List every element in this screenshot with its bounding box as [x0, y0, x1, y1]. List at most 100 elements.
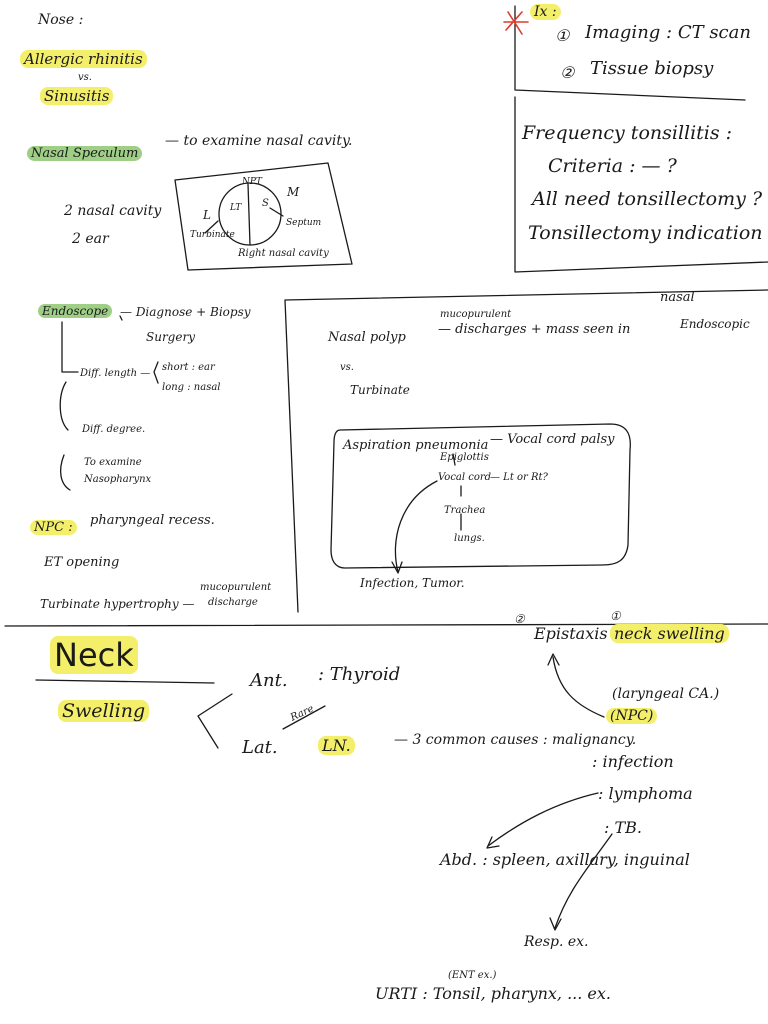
polyp-nasal: nasal	[660, 290, 695, 305]
neck-ln: LN.	[318, 736, 355, 755]
neck-title-text: Neck	[50, 636, 138, 674]
short-ear: short : ear	[162, 362, 215, 373]
pharyngeal-recess: pharyngeal recess.	[90, 513, 215, 528]
neck-swelling-label: neck swelling	[610, 624, 729, 643]
sinusitis: Sinusitis	[40, 87, 114, 105]
turbinate-discharge: discharge	[208, 597, 258, 608]
neck-thyroid: : Thyroid	[318, 664, 401, 685]
swelling: Swelling	[58, 700, 150, 722]
lymphoma-arrow	[487, 792, 599, 847]
tb-arrow	[554, 833, 613, 929]
tonsil-box	[514, 96, 768, 273]
ix-label: Ix :	[530, 4, 561, 20]
infection-arrowhead	[391, 561, 403, 574]
aspiration-pneumonia: Aspiration pneumonia	[343, 438, 489, 453]
ent-exam: (ENT ex.)	[448, 970, 497, 981]
diagram-caption: Right nasal cavity	[238, 248, 329, 259]
et-opening: ET opening	[44, 555, 120, 570]
npc-arrowhead	[547, 653, 560, 666]
tonsil-line-2: Criteria : — ?	[548, 155, 677, 177]
ix-number-2: ②	[560, 63, 575, 82]
epistaxis-number: ②	[514, 612, 525, 626]
npc: NPC :	[30, 520, 77, 535]
allergic-rhinitis-label: Allergic rhinitis	[20, 50, 147, 68]
tonsil-line-3: All need tonsillectomy ?	[532, 188, 763, 210]
speculum-desc: — to examine nasal cavity.	[165, 133, 353, 149]
nasal-diagram-turbinate-line	[204, 220, 219, 234]
nasal-speculum: Nasal Speculum	[27, 146, 143, 161]
ear-count: 2 ear	[72, 231, 109, 247]
to-examine: To examine	[84, 457, 142, 468]
aspiration-box	[330, 423, 631, 569]
endoscope-label: Endoscope	[38, 304, 113, 318]
endoscope-branch	[61, 315, 123, 373]
neck-ln-label: LN.	[318, 736, 355, 755]
infection-tumor: Infection, Tumor.	[360, 576, 465, 590]
vocal-cord: Vocal cord	[438, 472, 492, 483]
diagram-lt: LT	[230, 203, 242, 213]
diff-degree: Diff. degree.	[82, 424, 146, 435]
ix-item-2: Tissue biopsy	[590, 58, 714, 79]
lungs: lungs.	[454, 533, 485, 544]
neck-lat: Lat.	[242, 737, 278, 758]
polyp-vs: vs.	[340, 362, 354, 373]
neck-swelling-number: ①	[610, 609, 621, 623]
endoscope-surgery: Surgery	[146, 330, 195, 344]
laryngeal-ca: (laryngeal CA.)	[612, 686, 720, 702]
polyp-panel	[284, 289, 768, 613]
nasopharynx: Nasopharynx	[84, 474, 152, 485]
polyp-mucopurulent: mucopurulent	[440, 309, 512, 320]
tonsil-line-4: Tonsillectomy indication ?	[528, 222, 768, 244]
resp-exam: Resp. ex.	[524, 934, 589, 950]
endoscope: Endoscope	[38, 304, 113, 318]
epistaxis: Epistaxis ,	[534, 624, 618, 643]
aspiration-arrows	[394, 453, 462, 573]
star-icon	[503, 11, 529, 35]
swelling-label: Swelling	[58, 700, 150, 722]
polyp-main: Nasal polyp	[328, 330, 406, 345]
cause-lymphoma: : lymphoma	[598, 784, 693, 803]
diagram-npt: NPT	[242, 177, 262, 187]
vs-label: vs.	[78, 72, 92, 83]
neck-swelling-item: neck swelling	[610, 624, 729, 643]
ix-label-text: Ix :	[530, 4, 561, 20]
long-nasal: long : nasal	[162, 382, 221, 393]
ix-box	[514, 5, 746, 101]
rare-arrow	[282, 705, 326, 730]
diagram-m: M	[287, 185, 300, 199]
abd-exam: Abd. : spleen, axillary, inguinal	[440, 850, 690, 869]
diagram-l: L	[203, 208, 211, 222]
nasal-diagram-septum	[247, 183, 251, 246]
vocal-cord-palsy: — Vocal cord palsy	[490, 432, 615, 447]
polyp-rest: — discharges + mass seen in	[438, 322, 631, 337]
diff-length: Diff. length —	[80, 368, 151, 379]
urti: URTI : Tonsil, pharynx, ... ex.	[375, 984, 611, 1003]
diagram-septum: Septum	[286, 218, 322, 228]
cause-tb: : TB.	[604, 818, 642, 837]
tb-arrowhead	[549, 917, 562, 931]
npc-label: NPC :	[30, 520, 77, 535]
diagram-turbinate: Turbinate	[190, 230, 235, 240]
nose-title: Nose :	[38, 12, 84, 28]
neck-ant: Ant.	[250, 670, 288, 691]
nasal-speculum-label: Nasal Speculum	[27, 146, 143, 161]
nasal-diagram-box	[174, 162, 353, 271]
nasal-diagram-septum-line	[269, 207, 284, 217]
ix-item-1: Imaging : CT scan	[585, 22, 751, 43]
length-bracket	[153, 361, 159, 384]
lt-or-rt: — Lt or Rt?	[490, 472, 548, 483]
endoscope-diagnose: — Diagnose + Biopsy	[120, 305, 251, 319]
neck-underline	[35, 679, 215, 684]
npc-cause: (NPC)	[606, 708, 658, 724]
polyp-turbinate: Turbinate	[350, 383, 410, 397]
npc-cause-label: (NPC)	[606, 708, 658, 724]
npc-arrow	[552, 656, 605, 718]
neck-causes: — 3 common causes : malignancy.	[394, 732, 637, 748]
ix-number-1: ①	[555, 26, 570, 45]
endoscope-bracket	[59, 381, 69, 431]
allergic-rhinitis: Allergic rhinitis	[20, 50, 147, 68]
turbinate-mucopurulent: mucopurulent	[200, 582, 272, 593]
diagram-s: S	[262, 198, 269, 209]
turbinate-hypertrophy: Turbinate hypertrophy —	[40, 597, 195, 611]
